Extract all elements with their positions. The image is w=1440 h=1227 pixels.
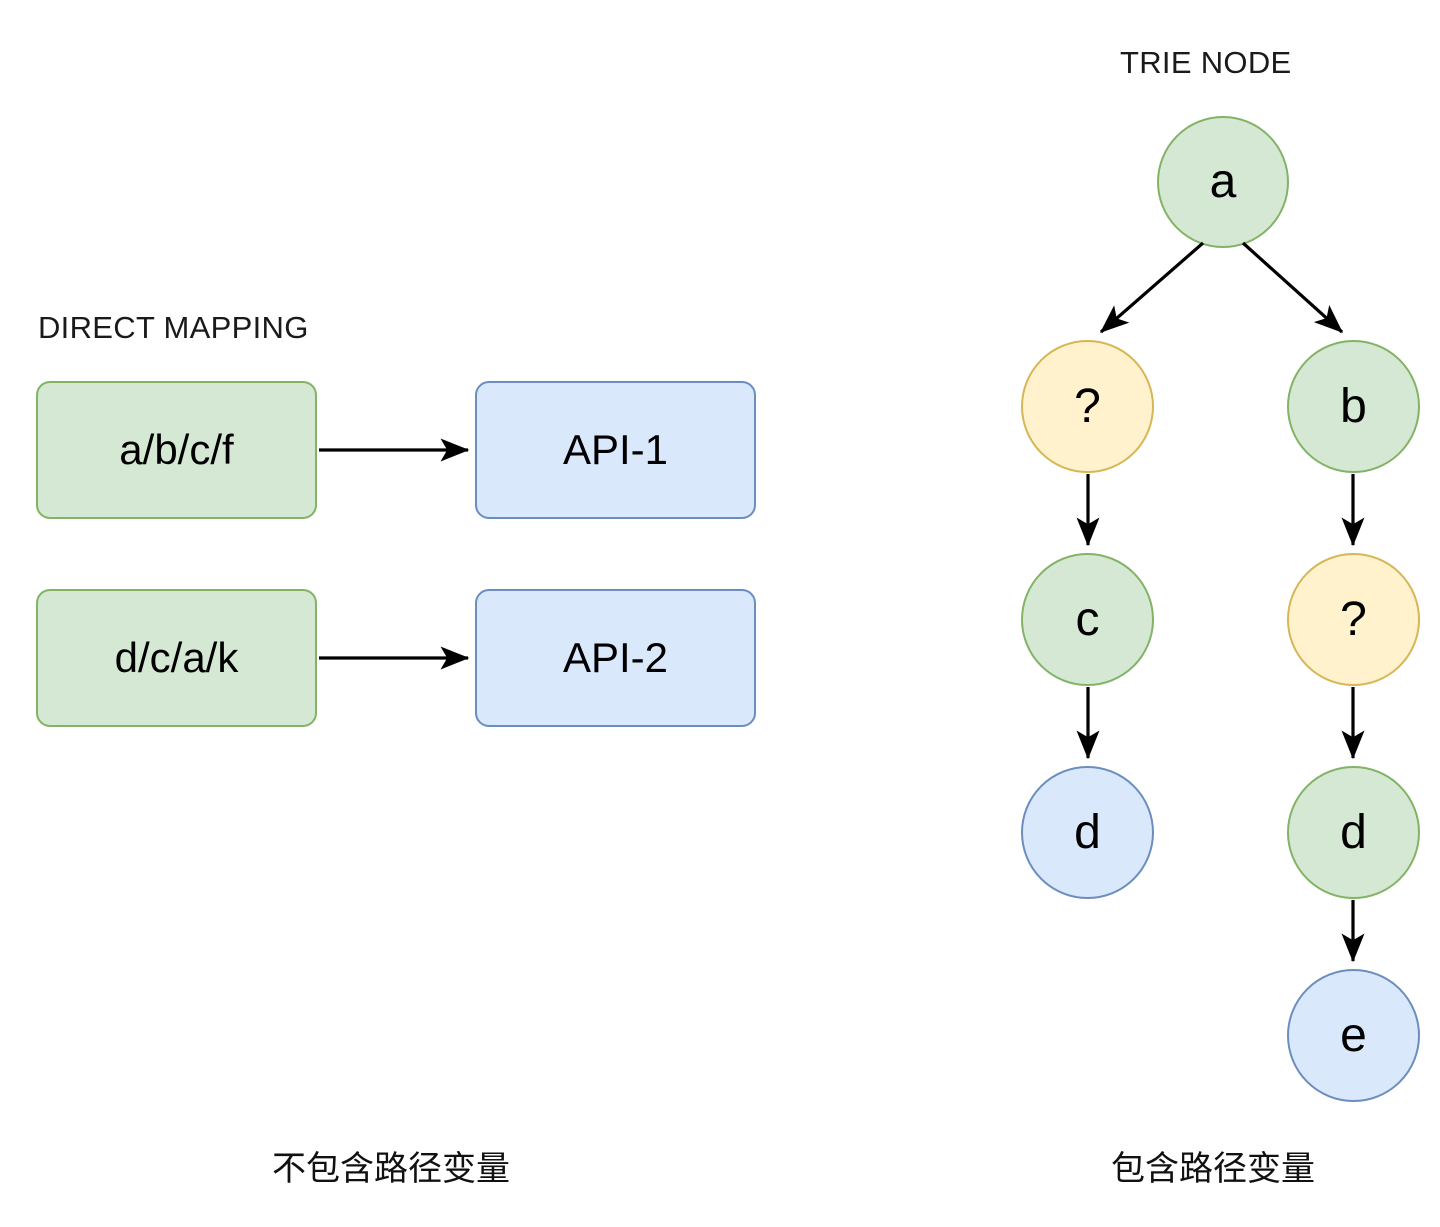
trie-node-l1-left-wildcard[interactable]: ? bbox=[1021, 340, 1154, 473]
trie-node-l4-right-e[interactable]: e bbox=[1287, 969, 1420, 1102]
path-box-2-label: d/c/a/k bbox=[114, 634, 239, 681]
right-panel-caption: 包含路径变量 bbox=[1111, 1150, 1315, 1188]
trie-node-l2-left-c[interactable]: c bbox=[1021, 553, 1154, 686]
path-box-1-label: a/b/c/f bbox=[119, 426, 234, 473]
trie-node-l1-left-label: ? bbox=[1074, 379, 1101, 433]
path-box-2[interactable]: d/c/a/k bbox=[36, 589, 317, 727]
api-box-2-label: API-2 bbox=[562, 634, 669, 681]
trie-edge-root-to-l1-right bbox=[1241, 241, 1344, 334]
trie-node-l1-right-label: b bbox=[1340, 379, 1367, 433]
path-box-1[interactable]: a/b/c/f bbox=[36, 381, 317, 519]
trie-node-l3-left-label: d bbox=[1074, 805, 1101, 859]
trie-node-l2-left-label: c bbox=[1075, 592, 1100, 646]
api-box-1-label: API-1 bbox=[562, 426, 669, 473]
trie-node-l3-left-d[interactable]: d bbox=[1021, 766, 1154, 899]
api-box-2[interactable]: API-2 bbox=[475, 589, 756, 727]
trie-node-l2-right-label: ? bbox=[1340, 592, 1367, 646]
direct-mapping-heading: DIRECT MAPPING bbox=[38, 310, 309, 345]
left-panel-caption: 不包含路径变量 bbox=[272, 1150, 510, 1188]
trie-node-root-a[interactable]: a bbox=[1157, 116, 1289, 248]
trie-node-l4-right-label: e bbox=[1340, 1008, 1367, 1062]
trie-node-l2-right-wildcard[interactable]: ? bbox=[1287, 553, 1420, 686]
trie-node-root-a-label: a bbox=[1209, 155, 1237, 208]
trie-node-l1-right-b[interactable]: b bbox=[1287, 340, 1420, 473]
trie-node-heading: TRIE NODE bbox=[1120, 45, 1292, 80]
trie-node-l3-right-label: d bbox=[1340, 805, 1367, 859]
trie-node-l3-right-d[interactable]: d bbox=[1287, 766, 1420, 899]
trie-edge-root-to-l1-left bbox=[1099, 241, 1205, 334]
api-box-1[interactable]: API-1 bbox=[475, 381, 756, 519]
